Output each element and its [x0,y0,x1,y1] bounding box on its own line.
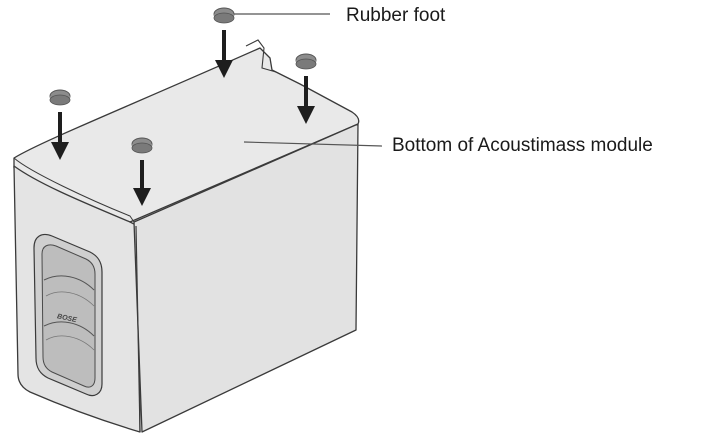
arrow-down-icon [51,112,69,160]
rubber-foot-2 [295,53,317,70]
rubber-foot-1 [213,7,235,24]
module-bottom-label: Bottom of Acoustimass module [392,135,653,156]
rubber-foot-3 [49,89,71,106]
notch-edge [245,39,277,73]
leader-line-module-bottom [243,141,383,147]
rubber-foot-4 [131,137,153,154]
brand-logo: BOSE [56,313,77,324]
module-side-face [133,123,359,433]
rubber-foot-label: Rubber foot [346,5,446,26]
front-rim [13,157,135,223]
arrow-down-icon [215,30,233,78]
front-port: BOSE [33,233,103,397]
arrow-down-icon [297,76,315,124]
arrow-down-icon [133,160,151,206]
corner-edge [135,225,141,433]
